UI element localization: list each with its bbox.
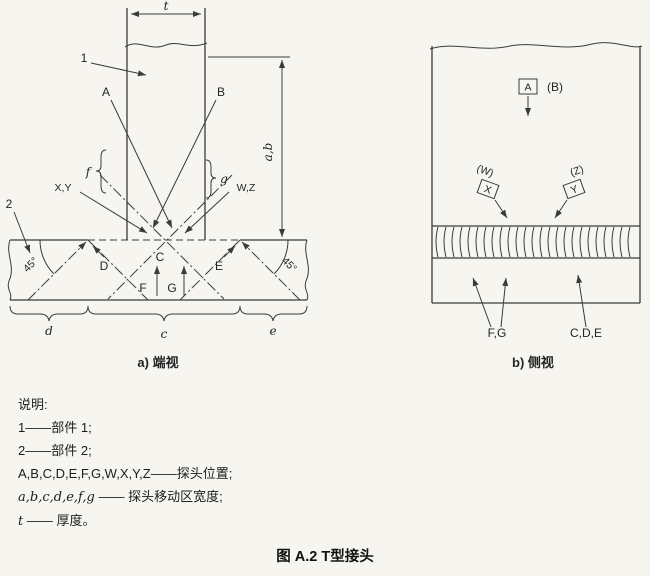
probe-a-box: A (B): [518, 78, 563, 116]
label-dim-e: e: [269, 324, 276, 338]
label-dim-t: t: [164, 0, 169, 13]
label-probes-fg: F,G: [488, 326, 507, 340]
side-view: A (B) X (W) Y (Z) F,G C,D,E: [429, 42, 643, 370]
end-view: t a,b 1 A B f g X,Y W,Z: [6, 0, 309, 370]
probe-y-box: Y (Z): [554, 163, 586, 219]
probe-position-letters: D C E F G: [100, 250, 223, 295]
legend-item-4-key: a,b,c,d,e,f,g: [18, 490, 95, 505]
legend-item-3-key: A,B,C,D,E,F,G,W,X,Y,Z: [18, 466, 151, 481]
legend-item-2-key: 2: [18, 443, 26, 458]
label-part2: 2: [6, 197, 13, 211]
dimension-t: t: [131, 0, 201, 18]
scan-direction-arrows: [92, 245, 236, 296]
label-probes-cde: C,D,E: [570, 326, 602, 340]
zone-f-brace: f: [85, 149, 107, 194]
probe-a-b-leaders: A B: [102, 85, 225, 229]
dimension-ab: a,b: [208, 56, 290, 237]
flange-plate-outline: [7, 239, 309, 301]
figure-a2-diagrams: t a,b 1 A B f g X,Y W,Z: [6, 0, 643, 370]
label-part1: 1: [81, 51, 88, 65]
label-probe-g: G: [167, 281, 176, 295]
label-dim-c: c: [161, 327, 168, 341]
legend-item-1-text: ——部件 1;: [25, 420, 92, 435]
label-probe-c: C: [156, 250, 165, 264]
weld-seam: [432, 225, 640, 259]
label-side-probe-y: Y: [569, 183, 580, 197]
legend-item-4-text: —— 探头移动区宽度;: [94, 489, 223, 504]
label-side-probe-b: (B): [547, 80, 563, 94]
legend-item-1-key: 1: [18, 420, 26, 435]
legend-item-3-text: ——探头位置;: [150, 466, 233, 481]
label-probe-xy: X,Y: [55, 182, 72, 194]
zone-g-brace: g: [205, 159, 228, 199]
legend-item-5: t —— 厚度。: [18, 509, 650, 533]
legend-item-5-key: t: [18, 514, 24, 529]
label-angle-right: 45°: [279, 255, 299, 275]
legend-item-2: 2——部件 2;: [18, 439, 650, 462]
label-side-probe-z: (Z): [569, 163, 586, 179]
label-dim-d: d: [45, 324, 53, 338]
bottom-dimension-braces: d c e: [9, 305, 308, 341]
side-plate-outline: [429, 42, 643, 304]
label-side-probe-a: A: [524, 82, 531, 94]
legend-item-4: a,b,c,d,e,f,g —— 探头移动区宽度;: [18, 485, 650, 509]
label-dim-ab: a,b: [261, 143, 275, 162]
end-view-caption: a) 端视: [137, 355, 178, 370]
legend-item-2-text: ——部件 2;: [25, 443, 92, 458]
legend-item-3: A,B,C,D,E,F,G,W,X,Y,Z——探头位置;: [18, 462, 650, 485]
side-view-caption: b) 侧视: [512, 355, 554, 370]
legend: 说明: 1——部件 1; 2——部件 2; A,B,C,D,E,F,G,W,X,…: [0, 385, 650, 533]
part2-leader: 2: [6, 197, 31, 254]
web-plate-outline: [124, 8, 208, 240]
label-angle-left: 45°: [21, 255, 41, 275]
label-side-probe-x: X: [482, 183, 493, 197]
label-side-probe-w: (W): [475, 163, 495, 180]
label-probe-a: A: [102, 85, 110, 99]
bottom-probe-leaders: F,G C,D,E: [472, 274, 602, 340]
label-dim-f: f: [85, 165, 93, 179]
label-dim-g: g: [220, 172, 228, 186]
legend-title: 说明:: [18, 397, 48, 412]
label-probe-b: B: [217, 85, 225, 99]
legend-item-5-text: —— 厚度。: [23, 513, 96, 528]
label-probe-f: F: [139, 281, 146, 295]
label-probe-d: D: [100, 259, 109, 273]
probe-xy-wz-leaders: X,Y W,Z: [55, 182, 256, 234]
figure-caption: 图 A.2 T型接头: [276, 549, 374, 565]
legend-item-1: 1——部件 1;: [18, 416, 650, 439]
label-probe-e: E: [215, 259, 223, 273]
part1-leader: 1: [81, 51, 147, 77]
label-probe-wz: W,Z: [237, 182, 256, 194]
probe-x-box: X (W): [475, 163, 508, 219]
